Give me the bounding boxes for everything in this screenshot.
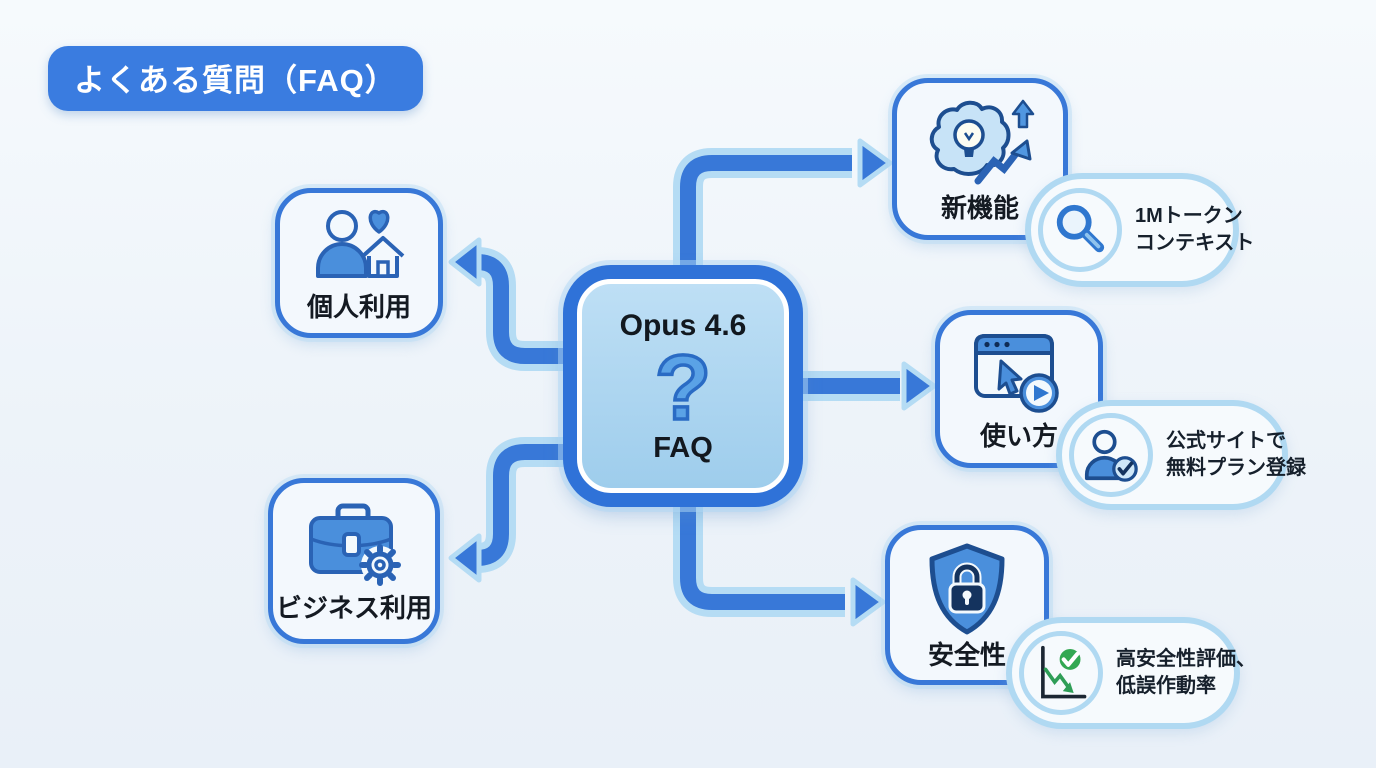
page-title: よくある質問（FAQ） [48, 46, 423, 111]
connector-center-to-personal [448, 237, 610, 371]
arrowhead-right-icon [850, 577, 886, 627]
node-label-business: ビジネス利用 [275, 593, 432, 623]
detail-text-line2: 低誤作動率 [1116, 675, 1216, 697]
connector-center-to-safety [673, 470, 886, 627]
down-trend-arrowhead-icon [1062, 682, 1074, 693]
node-label-safety: 安全性 [927, 640, 1006, 670]
brain-growth-icon [929, 99, 1035, 185]
detail-text-line2: 無料プラン登録 [1166, 457, 1306, 479]
detail-text-line1: 高安全性評価、 [1116, 648, 1256, 670]
detail-text-line1: 公式サイトで [1166, 430, 1286, 452]
detail-bubble-how-to-use: 公式サイトで 無料プラン登録 [1056, 400, 1306, 510]
briefcase-gear-icon [309, 503, 401, 586]
arrowhead-right-icon [857, 138, 893, 188]
shield-lock-icon [929, 543, 1005, 635]
chart-down-check-icon [1041, 645, 1087, 699]
browser-play-icon [974, 334, 1059, 413]
gear-icon [359, 544, 401, 586]
detail-text-line1: 1Mトークン [1135, 205, 1243, 227]
person-check-icon [1084, 429, 1138, 482]
arrow-up-icon [1011, 99, 1035, 129]
center-subtitle: FAQ [653, 432, 713, 465]
node-personal-use: 個人利用 [275, 188, 443, 338]
question-mark-icon: ? [653, 336, 713, 439]
node-label-personal: 個人利用 [306, 292, 411, 322]
connector-center-to-how-to-use [790, 361, 937, 411]
connector-center-to-business [448, 437, 610, 583]
node-label-how-to-use: 使い方 [979, 421, 1058, 451]
center-node-faq: Opus 4.6 ? FAQ [563, 265, 803, 507]
arrowhead-left-icon [448, 533, 482, 583]
node-label-new-features: 新機能 [940, 193, 1019, 223]
node-business-use: ビジネス利用 [268, 478, 440, 644]
detail-bubble-new-features: 1Mトークン コンテキスト [1025, 173, 1254, 287]
magnifier-icon [1056, 204, 1105, 253]
center-title: Opus 4.6 [619, 308, 747, 342]
detail-bubble-safety: 高安全性評価、 低誤作動率 [1006, 617, 1256, 729]
detail-text-line2: コンテキスト [1135, 232, 1255, 254]
trend-arrowhead-icon [1010, 139, 1032, 161]
arrowhead-left-icon [448, 237, 482, 287]
connector-center-to-new-features [673, 138, 893, 310]
arrowhead-right-icon [901, 361, 937, 411]
cursor-icon [997, 359, 1023, 396]
person-home-heart-icon [316, 209, 405, 278]
